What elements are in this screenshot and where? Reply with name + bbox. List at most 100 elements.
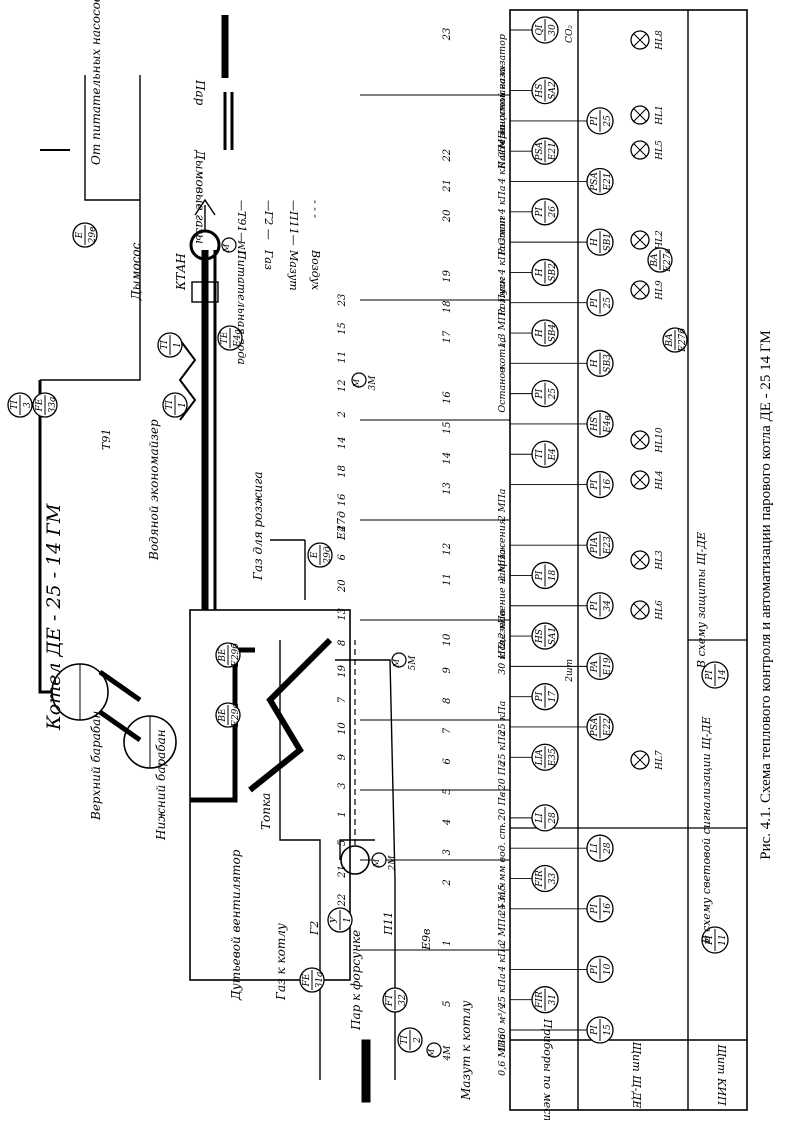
- alarm-device-number: E27а: [663, 248, 673, 272]
- lamp-cross-b: [633, 753, 647, 767]
- note-light-alarm-scheme: В схему световой сигнализации Щ-ДЕ: [700, 716, 713, 944]
- panel-column-label: Исчезновение напряжения: [497, 519, 508, 660]
- connection-number: 10: [337, 722, 348, 735]
- field-device-tag: BE: [218, 648, 228, 663]
- motor-label: 1М: [238, 240, 248, 256]
- lamp-cross-b: [633, 603, 647, 617]
- lamp-cross-b: [633, 473, 647, 487]
- pipe-code-g2: Г2: [308, 921, 321, 936]
- panel-column-number-wrap: 6: [442, 757, 453, 764]
- connection-number-wrap: 12: [337, 379, 348, 392]
- steam-main-line: [38, 380, 52, 694]
- panel-instrument-tag: PSA: [535, 141, 545, 161]
- panel-instrument-number: E22: [603, 718, 613, 737]
- note-protection-scheme: В схему защиты Щ-ДЕ: [695, 532, 708, 669]
- svg-text:Щит КИП: Щит КИП: [715, 1044, 728, 1106]
- lamp-label: HL2: [655, 230, 665, 251]
- legend-mazut: —П11— Мазут: [287, 200, 300, 291]
- panel-instrument-number: E4в: [603, 415, 613, 434]
- svg-text:Воздух: Воздух: [309, 249, 322, 291]
- field-device-number: 1: [173, 342, 183, 348]
- economizer-coil: [178, 339, 197, 421]
- panel-instrument-number: E4: [548, 448, 558, 462]
- panel-column-label: 25 кПа: [497, 973, 508, 1009]
- pipe-codes: Т91 Г2 П11 Е9в Е27д: [100, 429, 433, 951]
- svg-text:Г2: Г2: [308, 921, 321, 936]
- connection-number-wrap: 10: [337, 722, 348, 735]
- panel-instrument-tag: H: [535, 329, 545, 338]
- lamp-label-wrap: HL6: [655, 600, 665, 621]
- legend-air: - - - Воздух: [309, 200, 322, 291]
- field-device-number: 33а: [48, 397, 58, 414]
- field-device-tag: ТI: [165, 400, 175, 410]
- panel-column-number-wrap: 21: [442, 179, 453, 193]
- signal-lamp: HL5: [630, 140, 665, 161]
- panel-column-number: 18: [442, 300, 453, 313]
- panel-column-label: 30 кПа: [497, 640, 508, 675]
- svg-text:В схему защиты Щ-ДЕ: В схему защиты Щ-ДЕ: [695, 532, 708, 669]
- lamp-label: HL9: [655, 280, 665, 301]
- panel-column-number: 8: [442, 697, 453, 703]
- downcomer-1: [98, 669, 142, 703]
- panel-column-sub: CO₂: [565, 25, 575, 43]
- panel-instrument-number: 16: [603, 903, 613, 915]
- panel-instrument-tag: TI: [535, 449, 545, 459]
- panel-instrument-tag: FIR: [535, 870, 545, 888]
- svg-text:Пар к форсунке: Пар к форсунке: [349, 930, 363, 1031]
- lamp-label: HL4: [655, 470, 665, 491]
- row-label-panel-shde: Щит Щ-ДЕ: [630, 1042, 643, 1109]
- mazut-line: [335, 659, 396, 1080]
- svg-text:Газ для розжига: Газ для розжига: [251, 471, 265, 581]
- field-device-tag: FE: [35, 398, 45, 412]
- panel-instrument-tag: LI: [535, 813, 545, 824]
- connection-number: 20: [337, 579, 348, 593]
- panel-column-label-wrap: Стоп 4 кПа: [497, 185, 508, 245]
- field-device-number: E29б: [230, 643, 241, 668]
- panel-column-label-wrap: Пуск 4 кПа: [497, 246, 508, 304]
- svg-text:От питательных насосов: От питательных насосов: [89, 0, 103, 165]
- motor-label: 3М: [368, 375, 378, 391]
- panel-column: Переносной газо-: [497, 64, 508, 154]
- panel-instrument-tag: PSA: [590, 717, 600, 737]
- panel-column-number-wrap: 23: [442, 28, 453, 42]
- label-lower-drum: Нижний барабан: [154, 729, 168, 841]
- panel-column-label-wrap: +315 мм вод. ст.: [497, 822, 508, 911]
- connection-number: 19: [337, 664, 348, 677]
- connection-number: 2: [337, 411, 348, 418]
- caption-text: Рис. 4.1. Схема теплового контроля и авт…: [758, 330, 774, 860]
- panel-column-number-wrap: 5: [442, 788, 453, 794]
- panel-column-label: Стоп 4 кПа: [497, 185, 508, 245]
- panel-instrument-tag: LI: [590, 843, 600, 854]
- panel-instrument-number: E35: [548, 748, 558, 767]
- motor-circle: [351, 372, 367, 388]
- panel-column-label: анализатор: [497, 34, 508, 95]
- motor-label: 5М: [408, 655, 418, 671]
- panel-column-number-wrap: 14: [442, 452, 453, 465]
- panel-column-label-wrap: 25 т/ч: [497, 882, 508, 916]
- panel-column-number-wrap: 1: [442, 940, 453, 946]
- panel-instrument-number: 25: [603, 115, 613, 128]
